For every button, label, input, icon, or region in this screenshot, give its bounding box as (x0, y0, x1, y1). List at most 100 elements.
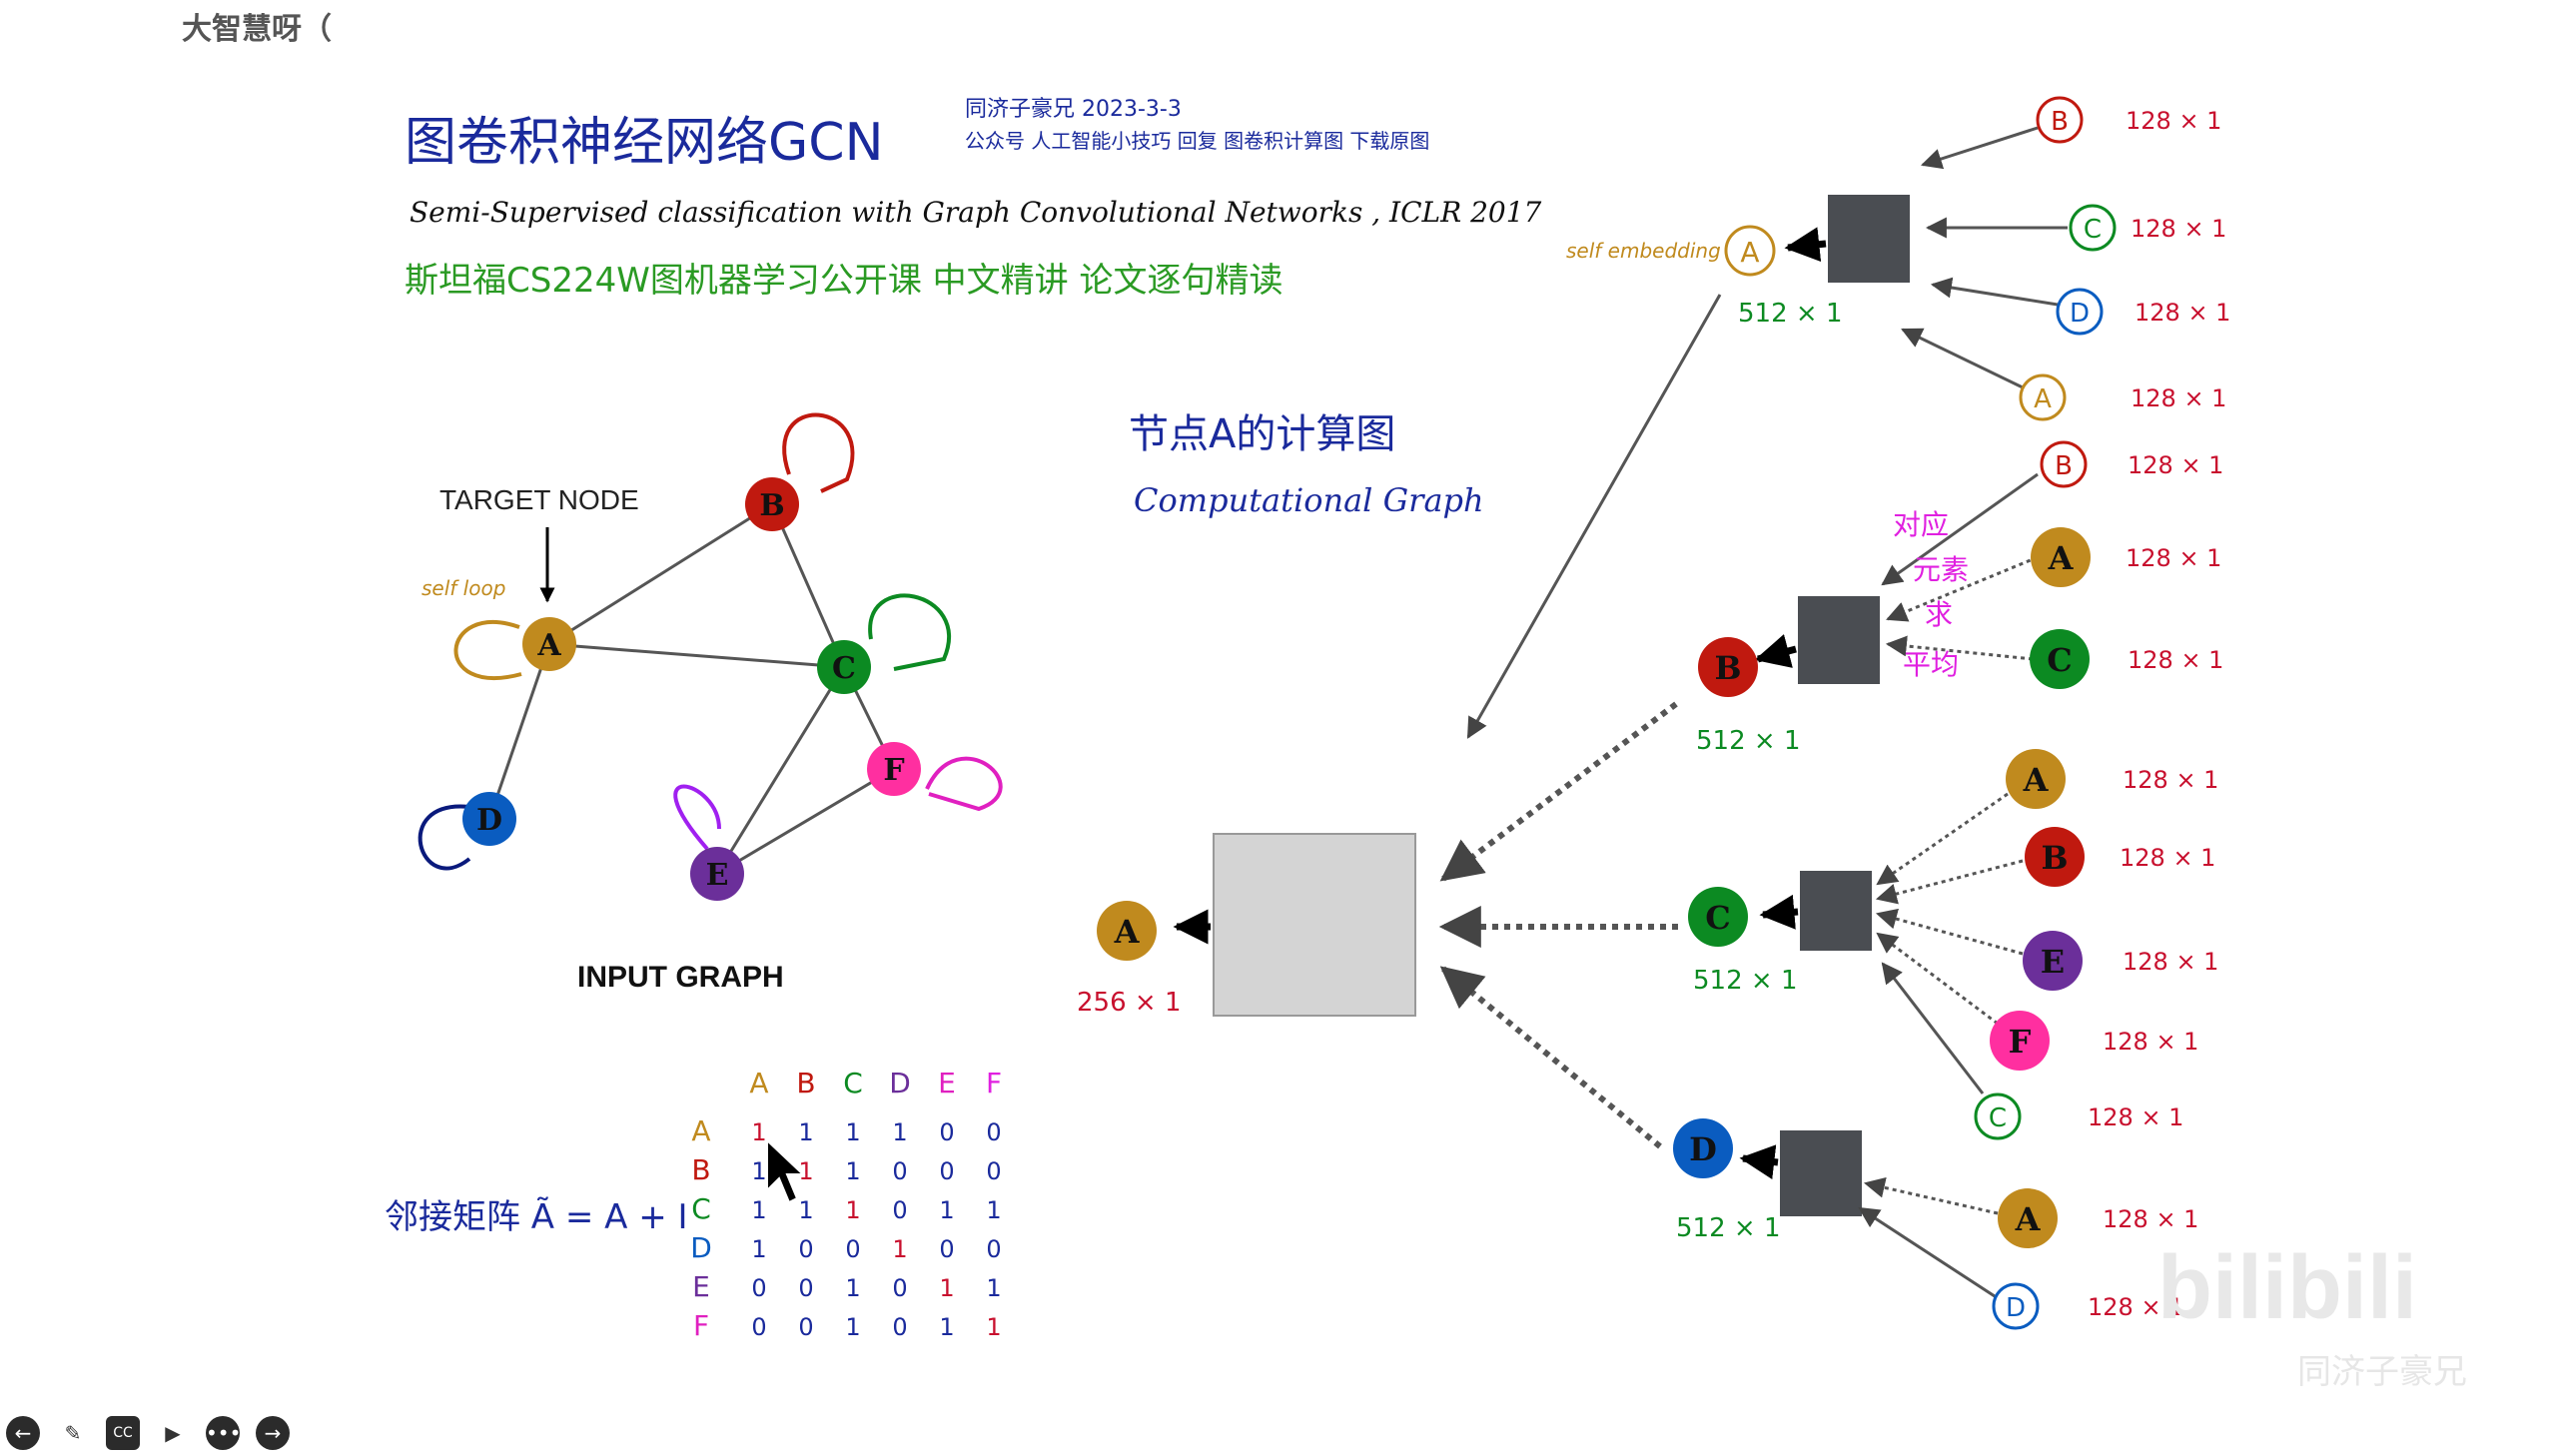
arrow-b-to-box-c (1875, 859, 2024, 905)
watermark-author: 同济子豪兄 (2297, 1352, 2467, 1392)
dim-128-label: 128 × 1 (2126, 544, 2221, 572)
matrix-cell: 0 (751, 1313, 766, 1341)
dotted-arrow-b-to-box (1439, 701, 1678, 882)
arrow-right-icon[interactable]: → (256, 1416, 290, 1450)
svg-text:C: C (832, 651, 856, 686)
dim-128-label: 128 × 1 (2131, 384, 2226, 412)
matrix-cell: 0 (845, 1235, 860, 1263)
svg-text:D: D (2070, 299, 2090, 329)
edge-b-c (770, 503, 846, 668)
matrix-col-header: E (938, 1067, 956, 1099)
matrix-cell: 1 (751, 1235, 766, 1263)
dim-128-label: 128 × 1 (2120, 844, 2215, 872)
matrix-cell: 1 (939, 1313, 954, 1341)
matrix-cell: 1 (798, 1196, 813, 1224)
svg-text:B: B (2051, 107, 2069, 137)
matrix-col-header: C (843, 1067, 863, 1099)
aggregator-box-c (1800, 871, 1872, 951)
arrow-b-to-box-b (1881, 472, 2039, 586)
arrow-b-to-box-a (1921, 126, 2039, 170)
leaf-node-c: C (2069, 204, 2117, 252)
input-graph: TARGET NODE self loop A B C D E F INPUT … (418, 412, 1003, 994)
arrow-left-icon[interactable]: ← (6, 1416, 40, 1450)
dim-512-a: 512 × 1 (1738, 299, 1842, 329)
target-node-label: TARGET NODE (439, 484, 639, 515)
matrix-row-header: E (692, 1270, 710, 1303)
leaf-nodes: B 128 × 1 C 128 × 1 D 128 × 1 A 128 × 1 B 128 × 1… (1974, 96, 2230, 1330)
matrix-cell: 1 (845, 1274, 860, 1302)
svg-text:A: A (2023, 761, 2050, 799)
matrix-cell: 1 (845, 1118, 860, 1146)
dim-128-label: 128 × 1 (2088, 1293, 2183, 1321)
leaf-node-f: F (1990, 1011, 2050, 1071)
arrow-a-to-box-c (1876, 792, 2009, 886)
matrix-cell: 1 (798, 1157, 813, 1185)
svg-text:B: B (1714, 649, 1741, 687)
camera-icon[interactable]: ▶ (165, 1421, 181, 1445)
svg-text:E: E (2041, 943, 2065, 981)
edge-e-f (716, 767, 895, 876)
graph-node-f: F (867, 742, 921, 796)
matrix-cell: 0 (892, 1313, 907, 1341)
layer1-node-c: C (1688, 887, 1748, 947)
svg-text:B: B (759, 488, 784, 523)
dim-128-label: 128 × 1 (2103, 1028, 2198, 1056)
aggregator-box-d (1780, 1130, 1862, 1216)
leaf-node-b: B (2036, 96, 2084, 144)
graph-node-c: C (817, 640, 871, 694)
arrow-d-to-box-a (1930, 277, 2059, 307)
arrow-c-to-box-b (1885, 635, 2034, 661)
svg-text:A: A (536, 628, 561, 663)
matrix-cell: 1 (939, 1274, 954, 1302)
svg-text:A: A (1740, 236, 1759, 269)
arrow-f-to-box-c (1876, 932, 1999, 1026)
self-loop-d (418, 804, 471, 871)
matrix-cell: 1 (751, 1118, 766, 1146)
aggregator-box-a (1828, 195, 1910, 283)
comp-graph-title-en: Computational Graph (1134, 481, 1484, 519)
dim-128-label: 128 × 1 (2123, 948, 2218, 976)
svg-text:D: D (1689, 1130, 1717, 1168)
svg-text:C: C (1989, 1103, 2007, 1133)
svg-text:C: C (2084, 215, 2102, 245)
leaf-node-d: D (2056, 288, 2104, 336)
graph-node-e: E (690, 847, 744, 901)
matrix-cell: 1 (986, 1313, 1001, 1341)
dim-256: 256 × 1 (1077, 988, 1181, 1018)
leaf-node-e: E (2023, 931, 2083, 991)
annot-line-3: 求 (1925, 598, 1953, 631)
matrix-cell: 1 (751, 1196, 766, 1224)
cc-icon[interactable]: CC (106, 1416, 140, 1450)
matrix-col-header: B (796, 1067, 815, 1099)
annot-line-4: 平均 (1903, 648, 1959, 681)
self-embedding-node-a: A (1724, 225, 1776, 277)
computational-graph: A 256 × 1 A self embedding 512 × 1 B 512… (1077, 96, 2230, 1330)
matrix-cell: 0 (939, 1235, 954, 1263)
edge-a-d (487, 643, 551, 820)
pen-icon[interactable]: ✎ (64, 1421, 82, 1445)
leaf-node-b: B (2040, 440, 2088, 488)
svg-text:C: C (1705, 899, 1730, 937)
dim-128-label: 128 × 1 (2088, 1103, 2183, 1131)
uploader-name: 大智慧呀（ (182, 12, 332, 47)
output-node-a: A (1097, 901, 1157, 961)
svg-text:A: A (2034, 384, 2052, 414)
matrix-cell: 1 (845, 1157, 860, 1185)
matrix-cell: 0 (986, 1235, 1001, 1263)
matrix-cell: 0 (986, 1118, 1001, 1146)
matrix-cell: 1 (939, 1196, 954, 1224)
matrix-row-header: B (691, 1153, 710, 1186)
self-embedding-label: self embedding (1566, 239, 1721, 263)
dim-128-label: 128 × 1 (2131, 215, 2226, 243)
self-loop-e (673, 784, 721, 851)
matrix-cell: 0 (751, 1274, 766, 1302)
matrix-cell: 1 (892, 1118, 907, 1146)
layer1-node-d: D (1673, 1118, 1733, 1178)
dim-128-label: 128 × 1 (2126, 107, 2221, 135)
dotted-arrow-d-to-box (1439, 966, 1662, 1149)
graph-node-d: D (462, 792, 516, 846)
more-icon[interactable]: ••• (206, 1416, 241, 1450)
dim-512-d: 512 × 1 (1676, 1213, 1780, 1243)
dim-128-label: 128 × 1 (2103, 1205, 2198, 1233)
